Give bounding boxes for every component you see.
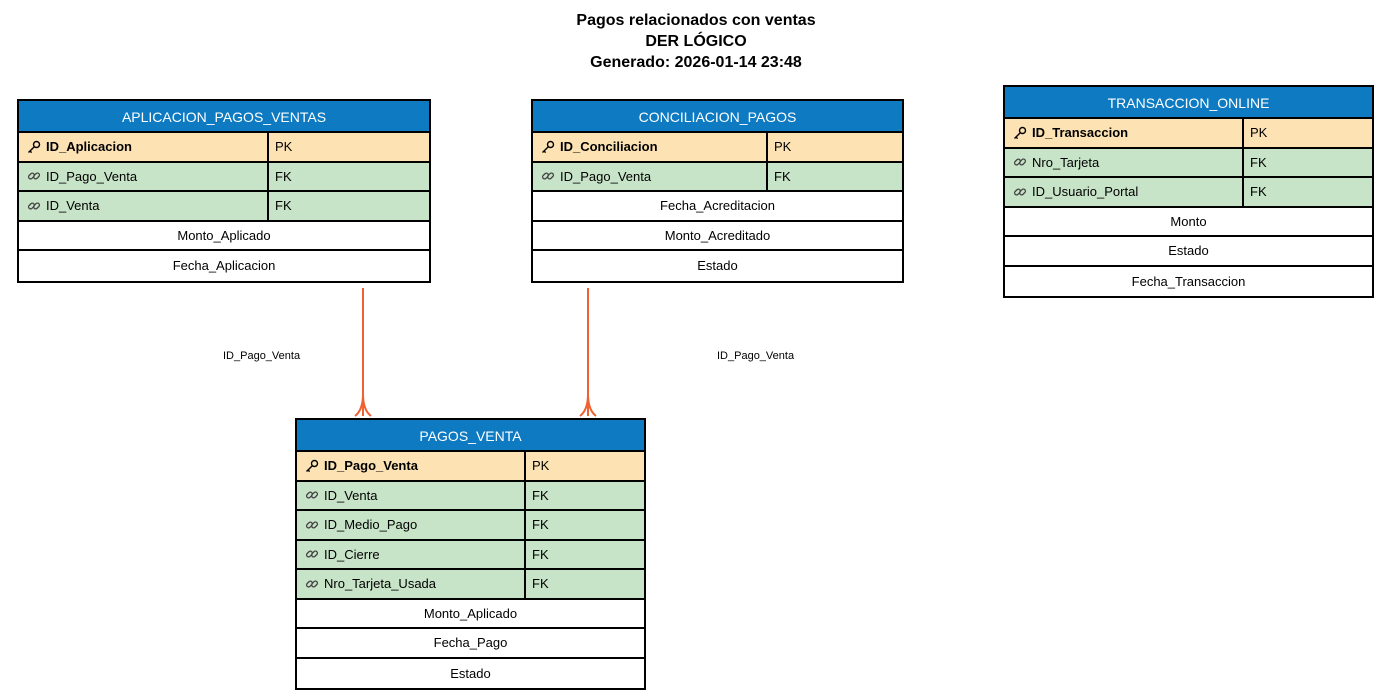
column-name: ID_Conciliacion xyxy=(560,139,658,155)
column-name: ID_Aplicacion xyxy=(46,139,132,155)
entity-transaccion-online[interactable]: TRANSACCION_ONLINE ID_Transaccion PK Nro_Ta… xyxy=(1003,85,1374,298)
entity-header: APLICACION_PAGOS_VENTAS xyxy=(19,101,429,133)
column-name-cell: Nro_Tarjeta_Usada xyxy=(297,570,526,598)
link-icon xyxy=(1013,185,1027,199)
diagram-title-line-1: Pagos relacionados con ventas xyxy=(576,12,816,29)
column-name: ID_Cierre xyxy=(324,546,380,562)
attribute-row[interactable]: Estado xyxy=(533,251,902,281)
link-icon xyxy=(305,577,319,591)
column-name-cell: ID_Pago_Venta xyxy=(533,162,768,190)
key-type: PK xyxy=(774,139,792,155)
column-name-cell: ID_Pago_Venta xyxy=(19,162,269,190)
key-type: PK xyxy=(1250,125,1268,141)
foreign-key-row[interactable]: ID_Cierre FK xyxy=(297,540,644,570)
key-type: FK xyxy=(532,576,549,592)
attribute-row[interactable]: Fecha_Pago xyxy=(297,629,644,659)
entity-header: PAGOS_VENTA xyxy=(297,420,644,452)
attribute-row[interactable]: Estado xyxy=(1005,237,1372,267)
column-name: ID_Usuario_Portal xyxy=(1032,184,1139,200)
foreign-key-row[interactable]: ID_Pago_Venta FK xyxy=(19,162,429,192)
column-name: Nro_Tarjeta xyxy=(1032,154,1100,170)
key-type: FK xyxy=(532,546,549,562)
column-name-cell: ID_Usuario_Portal xyxy=(1005,178,1244,206)
attribute-row[interactable]: Monto_Aplicado xyxy=(19,221,429,251)
attribute-row[interactable]: Fecha_Aplicacion xyxy=(19,251,429,281)
diagram-title: Pagos relacionados con ventas DER LÓGICO… xyxy=(0,10,1392,73)
link-icon xyxy=(1013,155,1027,169)
relationship-label-aplicacion: ID_Pago_Venta xyxy=(223,350,301,362)
link-icon xyxy=(27,199,41,213)
relationship-line-1 xyxy=(579,288,597,417)
foreign-key-row[interactable]: Nro_Tarjeta_Usada FK xyxy=(297,570,644,600)
primary-key-row[interactable]: ID_Conciliacion PK xyxy=(533,133,902,163)
attribute-row[interactable]: Monto_Acreditado xyxy=(533,221,902,251)
column-name: Nro_Tarjeta_Usada xyxy=(324,576,437,592)
key-icon xyxy=(305,459,319,473)
attribute-row[interactable]: Fecha_Transaccion xyxy=(1005,266,1372,296)
foreign-key-row[interactable]: ID_Venta FK xyxy=(297,481,644,511)
key-type: FK xyxy=(275,168,292,184)
link-icon xyxy=(305,488,319,502)
key-type: FK xyxy=(532,487,549,503)
key-icon xyxy=(541,140,555,154)
column-name-cell: ID_Medio_Pago xyxy=(297,511,526,539)
foreign-key-row[interactable]: ID_Medio_Pago FK xyxy=(297,511,644,541)
column-name: ID_Transaccion xyxy=(1032,125,1129,141)
attribute-row[interactable]: Fecha_Acreditacion xyxy=(533,192,902,222)
column-name: ID_Medio_Pago xyxy=(324,517,418,533)
attribute-row[interactable]: Monto xyxy=(1005,207,1372,237)
column-name-cell: ID_Transaccion xyxy=(1005,119,1244,147)
entity-header: CONCILIACION_PAGOS xyxy=(533,101,902,133)
column-name: ID_Pago_Venta xyxy=(46,168,138,184)
column-name-cell: ID_Venta xyxy=(19,192,269,220)
key-type: FK xyxy=(774,168,791,184)
foreign-key-row[interactable]: ID_Venta FK xyxy=(19,192,429,222)
foreign-key-row[interactable]: Nro_Tarjeta FK xyxy=(1005,148,1372,178)
column-name-cell: ID_Aplicacion xyxy=(19,133,269,161)
key-icon xyxy=(1013,126,1027,140)
column-name: ID_Venta xyxy=(46,198,100,214)
link-icon xyxy=(305,518,319,532)
key-type: FK xyxy=(1250,154,1267,170)
attribute-row[interactable]: Estado xyxy=(297,658,644,688)
primary-key-row[interactable]: ID_Pago_Venta PK xyxy=(297,452,644,482)
link-icon xyxy=(305,547,319,561)
key-icon xyxy=(27,140,41,154)
column-name-cell: ID_Conciliacion xyxy=(533,133,768,161)
key-type: PK xyxy=(532,458,550,474)
entity-conciliacion-pagos[interactable]: CONCILIACION_PAGOS ID_Conciliacion PK ID_Pa… xyxy=(531,99,904,283)
relationship-line-0 xyxy=(354,288,372,417)
link-icon xyxy=(27,169,41,183)
column-name: ID_Venta xyxy=(324,487,378,503)
key-type: FK xyxy=(275,198,292,214)
primary-key-row[interactable]: ID_Aplicacion PK xyxy=(19,133,429,163)
link-icon xyxy=(541,169,555,183)
diagram-title-line-3: Generado: 2026-01-14 23:48 xyxy=(590,54,802,71)
foreign-key-row[interactable]: ID_Pago_Venta FK xyxy=(533,162,902,192)
column-name: ID_Pago_Venta xyxy=(560,168,652,184)
attribute-row[interactable]: Monto_Aplicado xyxy=(297,599,644,629)
column-name: ID_Pago_Venta xyxy=(324,458,418,474)
primary-key-row[interactable]: ID_Transaccion PK xyxy=(1005,119,1372,149)
diagram-title-line-2: DER LÓGICO xyxy=(645,33,747,50)
column-name-cell: ID_Cierre xyxy=(297,540,526,568)
key-type: FK xyxy=(1250,184,1267,200)
entity-header: TRANSACCION_ONLINE xyxy=(1005,87,1372,119)
column-name-cell: ID_Pago_Venta xyxy=(297,452,526,480)
key-type: FK xyxy=(532,517,549,533)
column-name-cell: Nro_Tarjeta xyxy=(1005,148,1244,176)
key-type: PK xyxy=(275,139,293,155)
foreign-key-row[interactable]: ID_Usuario_Portal FK xyxy=(1005,178,1372,208)
relationship-label-conciliacion: ID_Pago_Venta xyxy=(717,350,795,362)
column-name-cell: ID_Venta xyxy=(297,481,526,509)
